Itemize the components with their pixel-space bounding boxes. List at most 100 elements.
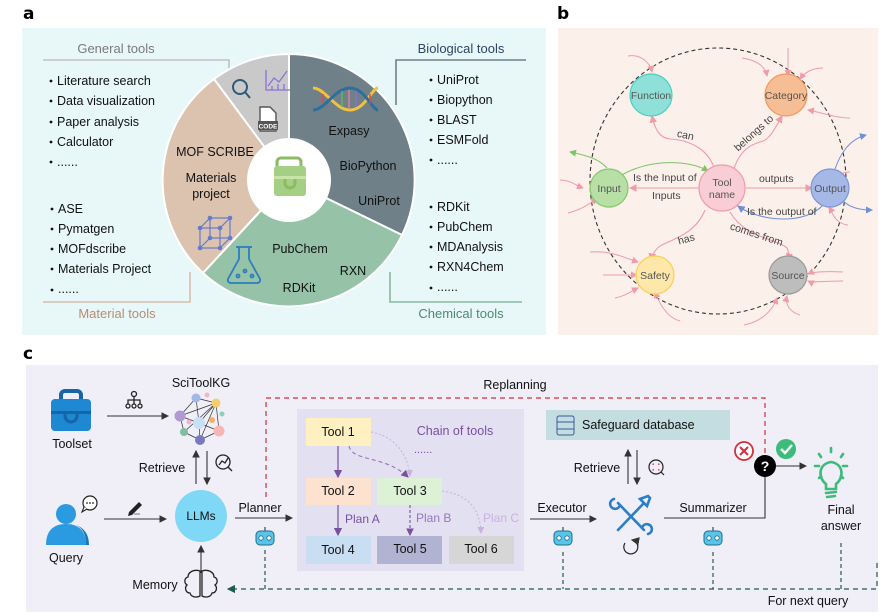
chat-bubble-icon [80,495,98,514]
chemical-tool-item: RDKit [437,200,470,214]
wheel-label-mof-scribe: MOF SCRIBE [176,145,254,159]
tool-label: Tool 1 [321,425,354,439]
tool-label: Tool 3 [393,484,426,498]
node-category-label: Category [765,90,808,102]
general-tool-item: Paper analysis [57,115,139,129]
lightbulb-icon [813,446,849,499]
edge-label-can: can [676,128,695,143]
final-answer-label: Final [827,503,854,517]
chemical-tool-item: ...... [437,280,458,294]
general-tool-item: ...... [57,155,78,169]
search-icon [232,79,251,99]
tool-label: Tool 6 [464,542,497,556]
edge-label-outputs: outputs [759,173,793,185]
node-safety-label: Safety [640,270,671,282]
next-query-label: For next query [768,594,849,608]
general-tool-item: Literature search [57,74,151,88]
material-tool-item: Materials Project [58,262,152,276]
safeguard-database-box [546,410,730,440]
query-label: Query [49,551,84,565]
chain-of-tools-title: Chain of tools [417,424,493,438]
node-input [589,168,629,208]
biological-tool-item: BLAST [437,113,477,127]
flask-icon [226,246,262,284]
scitoolkg-label: SciToolKG [172,376,230,390]
llms-label: LLMs [186,509,215,523]
node-tool-name [698,164,746,212]
node-function [629,73,673,117]
executor-label: Executor [537,501,586,515]
tool-box-3 [377,478,442,505]
tool-box-1 [306,418,371,446]
toolset-label: Toolset [52,437,92,451]
memory-label: Memory [132,578,178,592]
planner-label: Planner [238,501,281,515]
hierarchy-icon [125,390,143,409]
biological-tool-item: ...... [437,153,458,167]
node-output-label: Output [814,183,846,195]
material-tool-item: MOFdscribe [58,242,126,256]
tool-box-2 [306,478,371,505]
replanning-loop [265,397,766,497]
scan-search-icon [648,459,665,476]
biological-tool-item: Biopython [437,93,493,107]
node-input-label: Input [597,183,620,195]
question-icon: ? [754,455,776,477]
biological-tool-item: UniProt [437,73,479,87]
wheel-segment-material [161,77,291,275]
user-icon [46,504,89,545]
general-tools-title: General tools [77,41,155,56]
plan-b-label: Plan B [416,511,451,525]
wheel-label-rxn: RXN [340,264,366,278]
wheel-label-expasy: Expasy [329,124,371,138]
panel-b-label: b [557,4,570,24]
edge-label-is-input-of: Is the Input of [633,172,697,184]
plan-a-label: Plan A [345,512,380,526]
chart-icon [265,70,290,91]
tool-label: Tool 5 [393,542,426,556]
retrieve-label-right: Retrieve [574,461,621,475]
node-tool-name-label: Tool [712,177,731,189]
chemical-tools-title: Chemical tools [418,306,504,321]
search-analytics-icon [215,454,233,472]
node-function-label: Function [631,90,671,102]
wheel-label-rdkit: RDKit [283,281,316,295]
panel-a-label: a [23,4,35,24]
node-safety [635,255,675,295]
node-tool-name-label: name [709,189,735,201]
chain-ellipsis: ...... [414,444,432,456]
material-tool-item: ...... [58,282,79,296]
wheel-label-biopython: BioPython [340,159,397,173]
node-output [810,168,850,208]
robot-icon-summarizer [703,527,723,546]
replanning-label: Replanning [483,378,546,392]
safeguard-database-label: Safeguard database [582,418,695,432]
svg-text:CODE: CODE [259,124,278,131]
material-tools-title: Material tools [78,306,156,321]
node-source [768,255,808,295]
toolset-icon [51,389,91,431]
edge-label-has: has [677,231,696,247]
llms-node [175,490,227,542]
edge-label-is-output-of: Is the output of [747,206,817,218]
dna-icon [312,86,379,112]
rotate-icon [623,537,640,555]
database-icon [556,415,575,436]
tool-label: Tool 2 [321,484,354,498]
chemical-tool-item: MDAnalysis [437,240,503,254]
tools-icon [608,494,654,536]
panel-a: General tools Literature search Data vis… [22,28,546,335]
chemical-tool-item: RXN4Chem [437,260,504,274]
biological-tool-item: ESMFold [437,133,488,147]
tool-label: Tool 4 [321,543,354,557]
wheel-label-project: project [192,187,230,201]
reject-icon [734,441,754,461]
brain-icon [184,569,218,598]
robot-icon-executor [553,527,573,546]
briefcase-icon [274,156,306,196]
knowledge-graph-icon [174,392,225,445]
tool-box-6 [449,536,514,564]
panel-c-label: c [23,344,34,364]
material-tool-item: ASE [58,202,83,216]
crystal-lattice-icon [197,215,233,251]
